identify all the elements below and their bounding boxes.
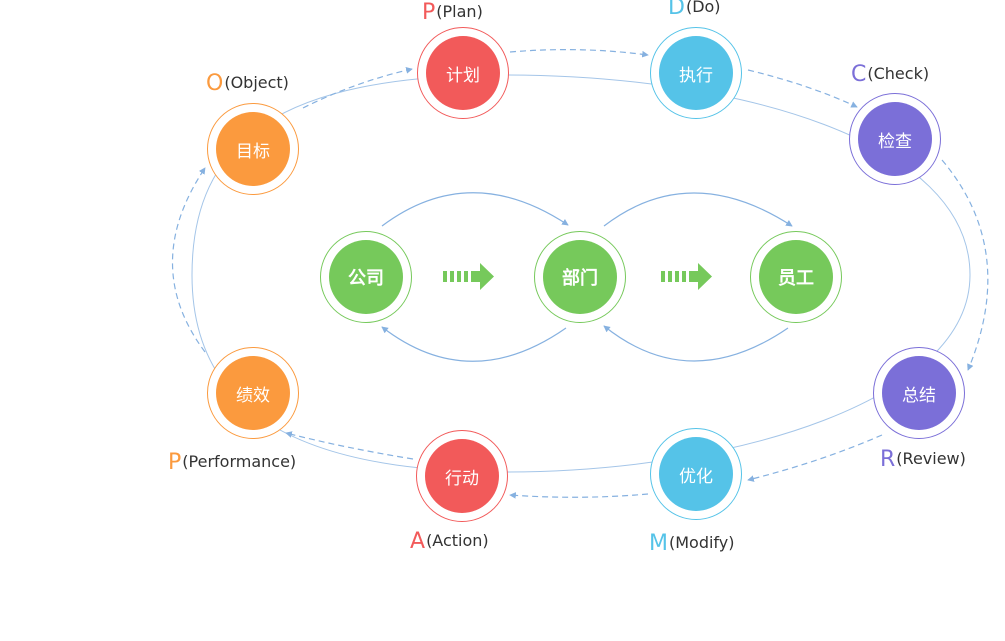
node-label-object: 目标 xyxy=(216,112,290,186)
caption-letter-review: R xyxy=(880,447,896,472)
center-label-department: 部门 xyxy=(543,240,617,314)
arrow-plan-to-do xyxy=(509,49,649,58)
caption-letter-plan: P xyxy=(422,0,436,25)
caption-review: R(Review) xyxy=(880,447,966,472)
arc-company-to-department xyxy=(381,192,569,227)
caption-do: D(Do) xyxy=(668,0,721,20)
caption-text-performance: (Performance) xyxy=(182,452,297,471)
caption-text-plan: (Plan) xyxy=(436,2,483,21)
arrow-performance-to-object xyxy=(172,167,206,353)
caption-check: C(Check) xyxy=(851,62,930,87)
caption-text-do: (Do) xyxy=(685,0,721,16)
caption-letter-do: D xyxy=(668,0,685,20)
caption-action: A(Action) xyxy=(410,529,489,554)
caption-letter-check: C xyxy=(851,62,867,87)
node-label-check: 检查 xyxy=(858,102,932,176)
block-arrow-company-department xyxy=(443,263,494,290)
arrow-review-to-modify xyxy=(747,434,883,482)
center-label-company: 公司 xyxy=(329,240,403,314)
node-label-performance: 绩效 xyxy=(216,356,290,430)
caption-performance: P(Performance) xyxy=(168,450,297,475)
arrow-do-to-check xyxy=(747,69,858,108)
arc-staff-to-department xyxy=(603,325,789,362)
center-label-staff: 员工 xyxy=(759,240,833,314)
caption-modify: M(Modify) xyxy=(649,531,735,556)
caption-text-object: (Object) xyxy=(224,73,289,92)
node-label-review: 总结 xyxy=(882,356,956,430)
node-label-plan: 计划 xyxy=(426,36,500,110)
block-arrow-department-staff xyxy=(661,263,712,290)
caption-letter-object: O xyxy=(206,71,224,96)
node-label-modify: 优化 xyxy=(659,437,733,511)
node-label-action: 行动 xyxy=(425,439,499,513)
arrow-action-to-performance xyxy=(285,431,414,460)
caption-letter-action: A xyxy=(410,529,426,554)
arc-department-to-staff xyxy=(603,192,793,227)
arrow-object-to-plan xyxy=(302,67,413,109)
center-flow-arcs xyxy=(381,192,793,362)
caption-text-review: (Review) xyxy=(896,449,966,468)
cycle-flow-arrows xyxy=(172,49,989,499)
caption-letter-performance: P xyxy=(168,450,182,475)
caption-letter-modify: M xyxy=(649,531,668,556)
caption-text-check: (Check) xyxy=(867,64,930,83)
arrow-modify-to-action xyxy=(509,492,649,499)
node-label-do: 执行 xyxy=(659,36,733,110)
caption-text-modify: (Modify) xyxy=(668,533,735,552)
arc-department-to-company xyxy=(381,326,567,362)
caption-object: O(Object) xyxy=(206,71,289,96)
arrow-check-to-review xyxy=(941,159,989,371)
caption-text-action: (Action) xyxy=(426,531,489,550)
caption-plan: P(Plan) xyxy=(422,0,483,25)
